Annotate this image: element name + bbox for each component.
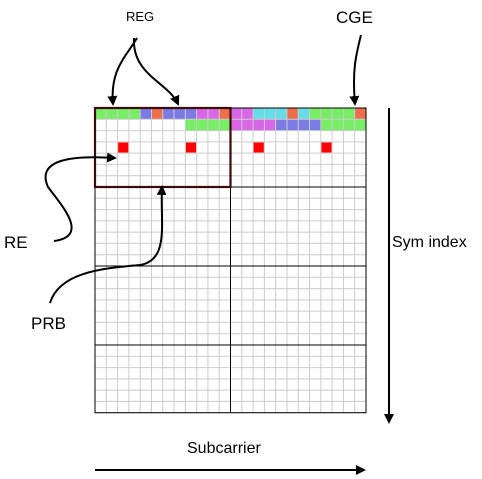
control-cell <box>117 108 129 120</box>
control-cell <box>320 108 333 120</box>
reg-arrow-right <box>132 37 180 106</box>
control-cell <box>196 108 208 120</box>
control-cell <box>219 108 231 120</box>
control-cell <box>230 108 242 120</box>
control-cell <box>128 108 141 120</box>
control-cell <box>343 119 355 131</box>
control-cell <box>286 119 299 131</box>
prb-label: PRB <box>31 314 66 333</box>
control-cell <box>185 119 197 131</box>
resource-element <box>185 142 197 153</box>
control-cell <box>207 119 220 131</box>
control-cell <box>309 108 321 120</box>
control-cell <box>185 108 197 120</box>
control-cell <box>162 108 175 120</box>
control-cell <box>320 119 333 131</box>
cge-arrow <box>349 34 362 106</box>
control-cell <box>106 108 118 120</box>
control-cell <box>196 119 208 131</box>
resource-element <box>118 142 129 153</box>
control-cell <box>219 119 231 131</box>
prb-arrow <box>49 185 167 304</box>
re-label: RE <box>4 233 28 252</box>
control-cell <box>332 108 344 120</box>
re-arrow <box>44 152 117 242</box>
control-cell <box>207 108 220 120</box>
control-cell <box>286 108 299 120</box>
resource-element <box>321 142 332 153</box>
control-cell <box>241 119 254 131</box>
control-cell <box>253 119 265 131</box>
control-cell <box>309 119 321 131</box>
cge-label: CGE <box>336 8 373 27</box>
control-cell <box>95 108 107 120</box>
control-cell <box>354 108 366 120</box>
control-cell <box>332 119 344 131</box>
reg-arrow-left <box>107 37 138 106</box>
control-cell <box>230 119 242 131</box>
control-cell <box>264 108 276 120</box>
control-cell <box>298 119 310 131</box>
control-cell <box>298 108 310 120</box>
control-cell <box>174 108 186 120</box>
control-cell <box>275 108 287 120</box>
reg-label: REG <box>126 9 155 24</box>
prb-block <box>230 344 367 414</box>
control-cell <box>253 108 265 120</box>
subcarrier-label: Subcarrier <box>187 440 261 457</box>
control-cell <box>140 108 152 120</box>
control-cell <box>343 108 355 120</box>
sym-index-label: Sym index <box>392 234 467 251</box>
control-cell <box>151 108 163 120</box>
control-cell <box>275 119 287 131</box>
control-cell <box>241 108 254 120</box>
control-cell <box>264 119 276 131</box>
resource-element <box>253 142 264 153</box>
control-cell <box>354 119 366 131</box>
